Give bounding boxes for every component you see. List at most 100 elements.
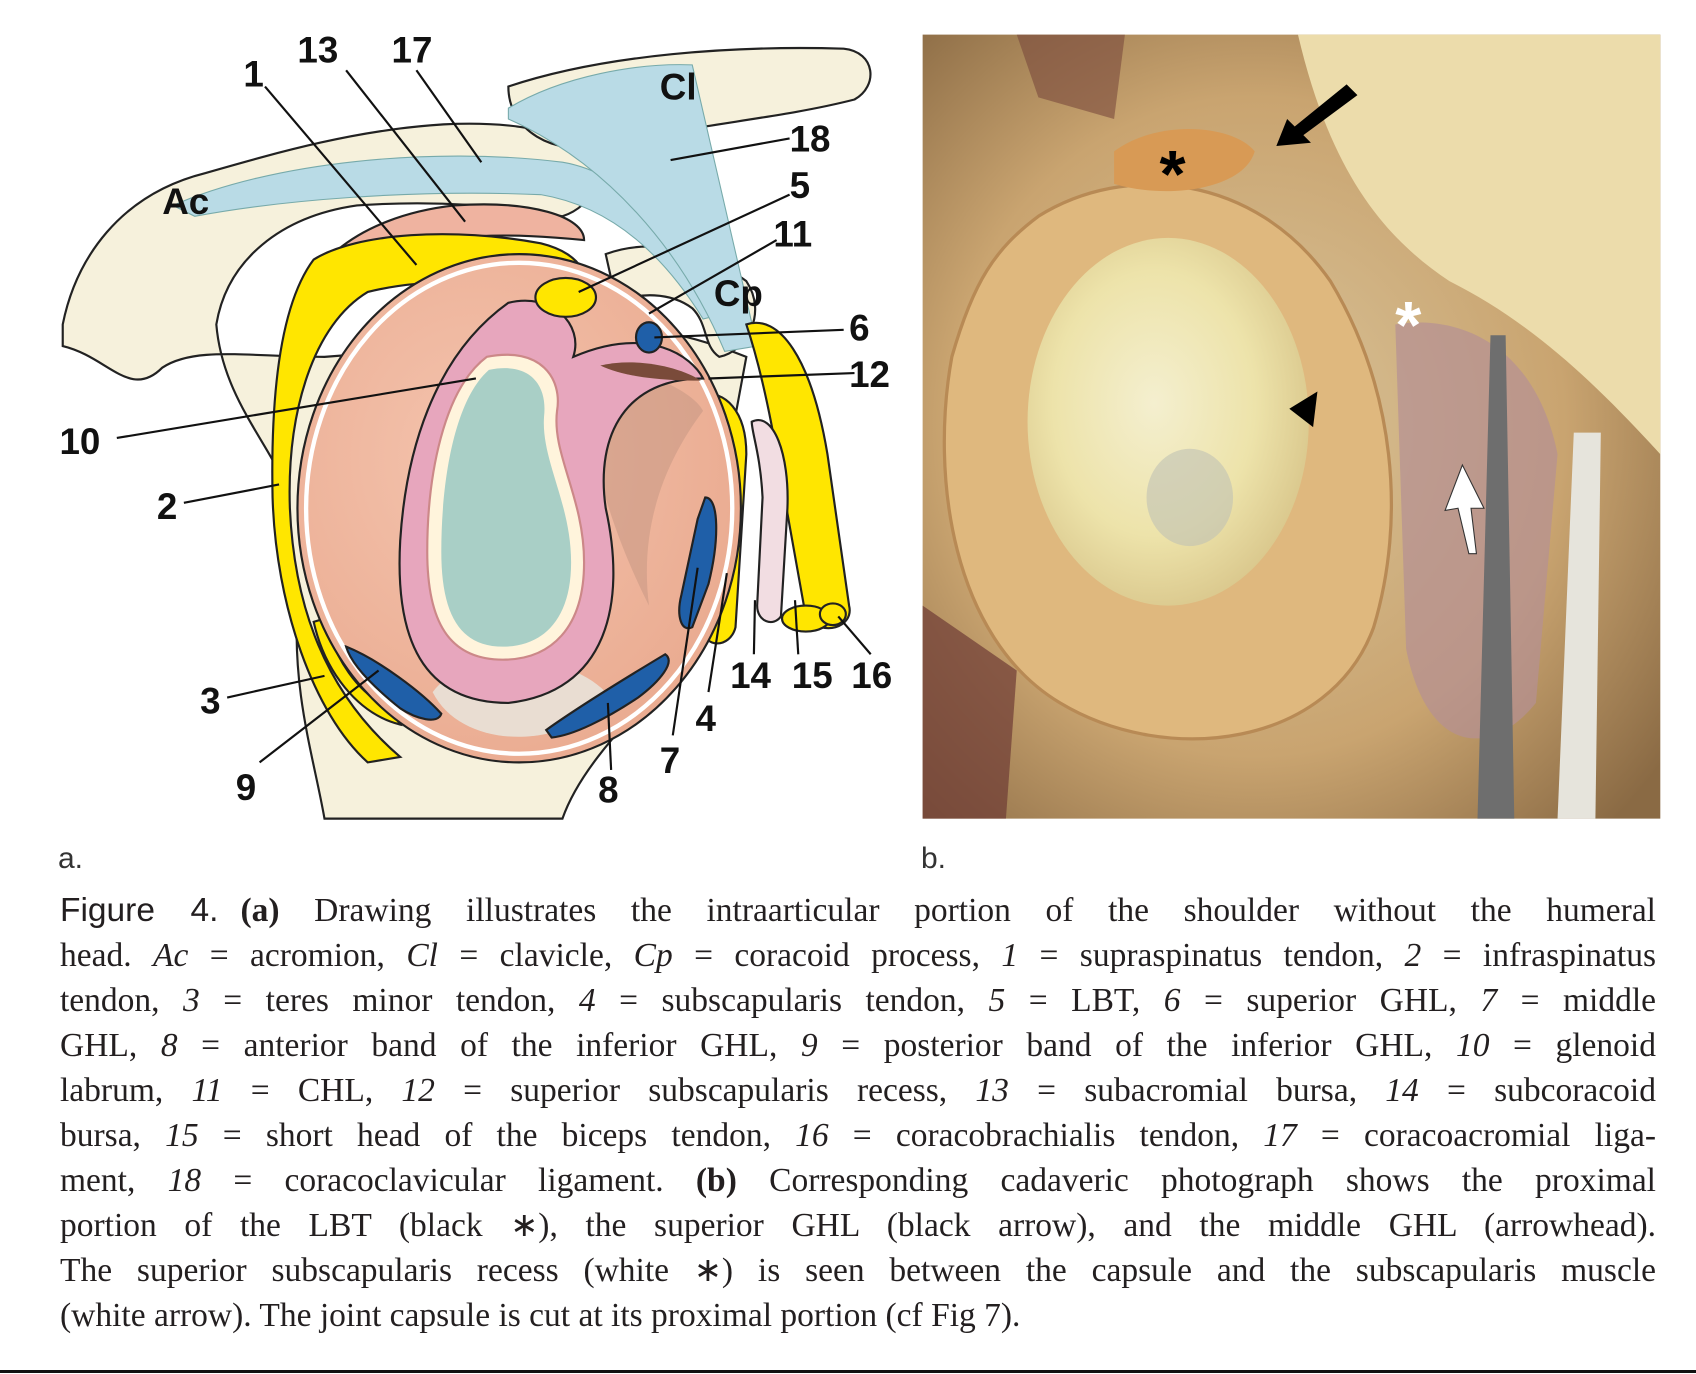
caption-line: labrum, 11 = CHL, 12 = superior subscapu… <box>60 1068 1656 1113</box>
figure-caption: Figure 4.(a) Drawing illustrates the int… <box>60 888 1656 1338</box>
label-15: 15 <box>792 655 833 696</box>
subcoracoid-bursa <box>750 419 789 624</box>
caption-text: tendon, <box>60 982 184 1019</box>
caption-text: = superior GHL, <box>1180 982 1481 1019</box>
caption-text: = coracoacromial liga- <box>1296 1117 1657 1154</box>
caption-text: head. <box>60 937 154 974</box>
caption-text: = LBT, <box>1005 982 1164 1019</box>
caption-text: = supraspinatus tendon, <box>1018 937 1405 974</box>
caption-text: = middle <box>1497 982 1656 1019</box>
caption-text: portion of the LBT (black ∗), the superi… <box>60 1207 1656 1244</box>
middle-ghl <box>678 496 718 630</box>
caption-text: Cl <box>406 937 438 974</box>
label-16: 16 <box>851 655 892 696</box>
label-17: 17 <box>392 30 433 71</box>
caption-text: 13 <box>975 1072 1009 1109</box>
panel-b-label: b. <box>921 842 947 875</box>
lbt-photo <box>1114 129 1255 192</box>
caption-text: 8 <box>160 1027 178 1064</box>
label-4: 4 <box>695 698 716 739</box>
caption-line: tendon, 3 = teres minor tendon, 4 = subs… <box>60 978 1656 1023</box>
arrowhead-middle-ghl <box>1289 391 1318 428</box>
caption-text: = short head of the biceps tendon, <box>198 1117 796 1154</box>
caption-text: = subcoracoid <box>1418 1072 1656 1109</box>
caption-text: GHL, <box>60 1027 161 1064</box>
label-11: 11 <box>773 214 812 255</box>
glenoid-bare-area <box>441 368 572 647</box>
superior-subscapularis-recess <box>600 362 701 381</box>
posterior-band-inferior-ghl <box>344 644 443 721</box>
caption-text: = infraspinatus <box>1421 937 1656 974</box>
white-asterisk-recess: * <box>1395 288 1422 363</box>
label-ac: Ac <box>162 181 209 222</box>
caption-text: labrum, <box>60 1072 192 1109</box>
caption-text: = coracoid process, <box>672 937 1002 974</box>
caption-line: head. Ac = acromion, Cl = clavicle, Cp =… <box>60 933 1656 978</box>
biceps-coracobrachialis-tendons <box>744 321 851 630</box>
label-13: 13 <box>297 30 338 71</box>
capsule-rim <box>303 260 735 756</box>
label-cp: Cp <box>714 273 763 314</box>
deltoid-flap <box>1297 34 1661 455</box>
label-8: 8 <box>598 769 618 810</box>
caption-text: Ac <box>153 937 189 974</box>
caption-text: 17 <box>1263 1117 1297 1154</box>
caption-text: bursa, <box>60 1117 166 1154</box>
label-18: 18 <box>790 118 831 159</box>
caption-text: = subacromial bursa, <box>1008 1072 1386 1109</box>
caption-line: ment, 18 = coracoclavicular ligament. (b… <box>60 1158 1656 1203</box>
caption-line: The superior subscapularis recess (white… <box>60 1248 1656 1293</box>
coracobrachialis-tendon <box>818 602 847 627</box>
caption-text: ment, <box>60 1162 168 1199</box>
retractor <box>1557 432 1601 819</box>
caption-text: (b) <box>695 1162 737 1199</box>
caption-text: 16 <box>795 1117 829 1154</box>
label-12: 12 <box>849 354 890 395</box>
cadaveric-photograph: * * <box>922 34 1661 819</box>
label-9: 9 <box>236 767 256 808</box>
page-rule <box>0 1370 1696 1373</box>
panel-a-label: a. <box>58 842 84 875</box>
white-arrow-subscapularis <box>1444 463 1485 555</box>
caption-text: 12 <box>401 1072 435 1109</box>
subscapularis-muscle-photo <box>1395 322 1558 739</box>
shoulder-drawing: Ac Cl Cp 1 13 17 18 5 11 6 12 10 2 3 9 8… <box>59 30 892 820</box>
caption-text: (white arrow). The joint capsule is cut … <box>60 1297 1021 1334</box>
caption-text: = glenoid <box>1489 1027 1656 1064</box>
leader-lines <box>116 69 872 771</box>
caption-text: 11 <box>191 1072 223 1109</box>
caption-text: = anterior band of the inferior GHL, <box>177 1027 801 1064</box>
caption-text: = coracobrachialis tendon, <box>828 1117 1264 1154</box>
dark-tissue-top <box>1016 34 1125 119</box>
caption-text: = subscapularis tendon, <box>595 982 989 1019</box>
figure-4: Ac Cl Cp 1 13 17 18 5 11 6 12 10 2 3 9 8… <box>59 30 1661 820</box>
label-10: 10 <box>59 421 100 462</box>
caption-line: GHL, 8 = anterior band of the inferior G… <box>60 1023 1656 1068</box>
caption-text: = coracoclavicular ligament. <box>201 1162 696 1199</box>
caption-text: 14 <box>1385 1072 1419 1109</box>
caption-text: The superior subscapularis recess (white… <box>60 1252 1656 1289</box>
long-biceps-tendon <box>534 276 598 318</box>
caption-text: = CHL, <box>222 1072 402 1109</box>
label-6: 6 <box>849 308 869 349</box>
caption-line: (white arrow). The joint capsule is cut … <box>60 1293 1656 1338</box>
label-2: 2 <box>157 486 177 527</box>
caption-text: 10 <box>1455 1027 1490 1064</box>
bare-area-photo <box>1146 448 1234 547</box>
black-asterisk-lbt: * <box>1160 137 1187 212</box>
caption-text: 6 <box>1163 982 1181 1019</box>
label-3: 3 <box>200 681 220 722</box>
label-5: 5 <box>790 165 810 206</box>
label-7: 7 <box>660 740 680 781</box>
caption-line: Figure 4.(a) Drawing illustrates the int… <box>60 888 1656 933</box>
caption-line: portion of the LBT (black ∗), the superi… <box>60 1203 1656 1248</box>
caption-text: = acromion, <box>188 937 407 974</box>
caption-line: bursa, 15 = short head of the biceps ten… <box>60 1113 1656 1158</box>
figure-label: Figure 4. <box>60 892 219 929</box>
caption-text: = superior subscapularis recess, <box>434 1072 976 1109</box>
caption-text: 15 <box>165 1117 199 1154</box>
caption-text: Corresponding cadaveric photograph shows… <box>736 1162 1656 1199</box>
label-1: 1 <box>243 54 263 95</box>
caption-text: 2 <box>1404 937 1422 974</box>
caption-text: = clavicle, <box>437 937 634 974</box>
